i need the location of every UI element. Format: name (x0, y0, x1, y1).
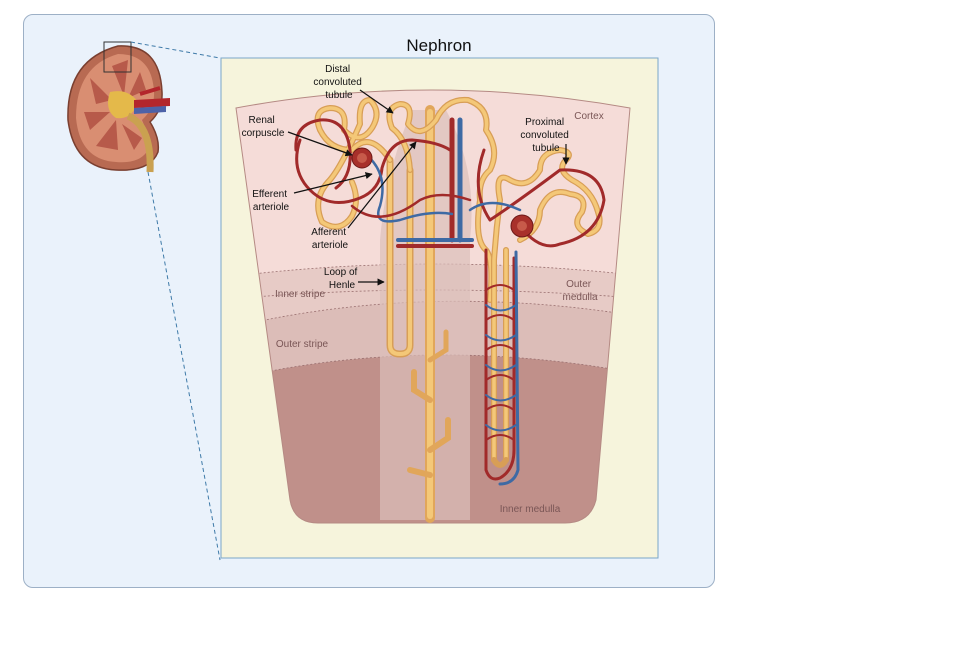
vasa-recta-center (396, 117, 474, 248)
zone-outer-stripe: Outer stripe (276, 339, 329, 350)
left-glomerulus-core (357, 153, 367, 163)
label-distal-line2: convoluted (313, 77, 361, 88)
label-proximal-line3: tubule (532, 143, 560, 154)
label-efferent-arteriole: Efferent arteriole (252, 189, 290, 213)
label-proximal-line2: convoluted (520, 130, 568, 141)
zone-inner-medulla: Inner medulla (500, 504, 561, 515)
annotation-arrows (287, 89, 570, 286)
label-afferent-arteriole: Afferent arteriole (311, 227, 349, 251)
label-renal-line2: corpuscle (242, 128, 285, 139)
zoom-line-bottom (147, 171, 221, 561)
label-distal-line1: Distal (325, 64, 350, 75)
label-loop-line2: Henle (329, 280, 356, 291)
zone-outer-medulla-line1: Outer (566, 279, 592, 290)
label-loop-of-henle: Loop of Henle (324, 267, 360, 291)
diagram-title: Nephron (406, 36, 472, 55)
loop-of-henle (386, 156, 414, 358)
label-proximal-line1: Proximal (525, 117, 564, 128)
label-proximal-tubule: Proximal convoluted tubule (520, 117, 571, 154)
label-efferent-line2: arteriole (253, 202, 290, 213)
zone-outer-medulla-line2: medulla (562, 292, 597, 303)
label-afferent-line2: arteriole (312, 240, 349, 251)
zoom-box (103, 41, 132, 73)
right-nephron (468, 147, 606, 486)
label-renal-line1: Renal (249, 115, 275, 126)
label-afferent-line1: Afferent (311, 227, 346, 238)
kidney-thumbnail (67, 45, 170, 173)
label-renal-corpuscle: Renal corpuscle (242, 115, 285, 139)
label-loop-line1: Loop of (324, 267, 358, 278)
label-efferent-line1: Efferent (252, 189, 287, 200)
zone-inner-stripe: Inner stripe (275, 289, 325, 300)
label-distal-tubule: Distal convoluted tubule (313, 64, 364, 101)
right-glomerulus-core (517, 221, 527, 231)
collecting-duct (407, 105, 451, 523)
zone-outer-medulla: Outer medulla (562, 279, 597, 303)
zoom-line-top (130, 41, 221, 59)
label-distal-line3: tubule (325, 90, 353, 101)
zone-cortex: Cortex (574, 111, 603, 122)
